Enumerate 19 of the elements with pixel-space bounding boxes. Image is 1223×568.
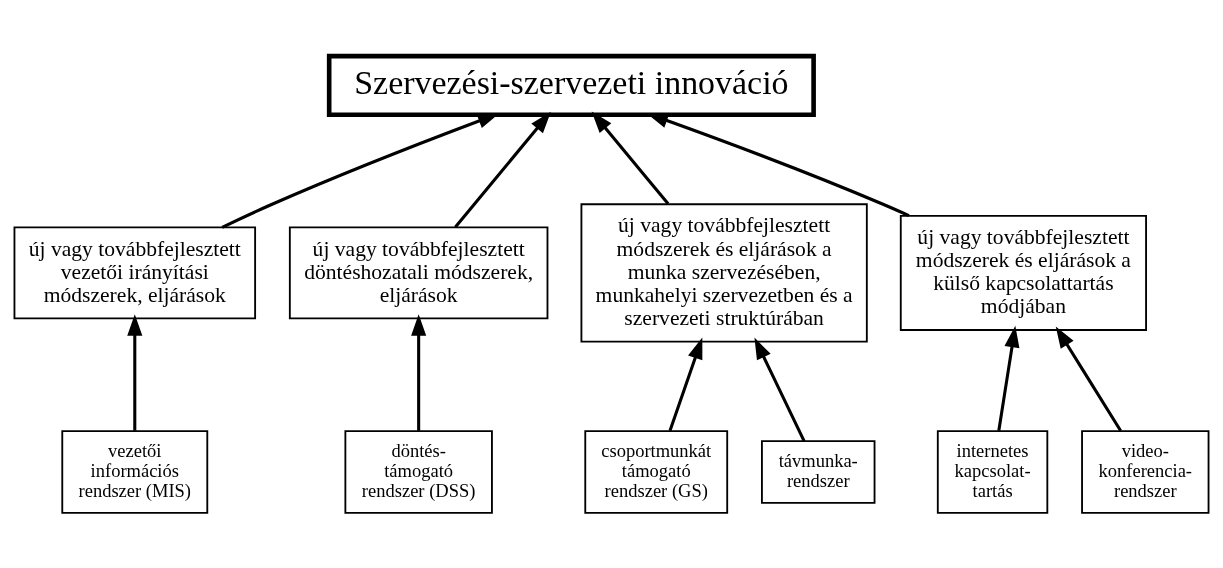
node-box: távmunka-rendszer <box>761 439 876 504</box>
node-box: vezetői információs rendszer (MIS) <box>61 429 209 514</box>
arrow <box>997 325 1020 431</box>
node-box: video-konferencia-rendszer <box>1081 429 1210 514</box>
node-box: csoportmunkát támogató rendszer (GS) <box>584 429 729 514</box>
node-box: új vagy továbbfejlesztett módszerek és eljárások a külső kapcsolattartás módjában <box>899 214 1147 331</box>
arrow <box>668 336 703 431</box>
node-box: döntés-támogató rendszer (DSS) <box>344 429 493 514</box>
node-box: Szervezési-szervezeti innováció <box>326 53 816 117</box>
arrow <box>754 337 806 442</box>
arrow <box>591 111 670 205</box>
arrow <box>411 313 427 431</box>
arrow <box>1055 325 1122 432</box>
node-box: új vagy továbbfejlesztett módszerek és eljárások a munka szervezésében, munkahelyi szervezetben és a szervezeti struktúrában <box>580 202 868 342</box>
node-box: új vagy továbbfejlesztett döntéshozatali módszerek, eljárások <box>288 226 549 319</box>
arrow <box>454 111 551 228</box>
node-box: új vagy továbbfejlesztett vezetői irányítási módszerek, eljárások <box>13 226 257 319</box>
arrow <box>127 313 143 431</box>
node-box: internetes kapcsolat-tartás <box>936 429 1049 514</box>
